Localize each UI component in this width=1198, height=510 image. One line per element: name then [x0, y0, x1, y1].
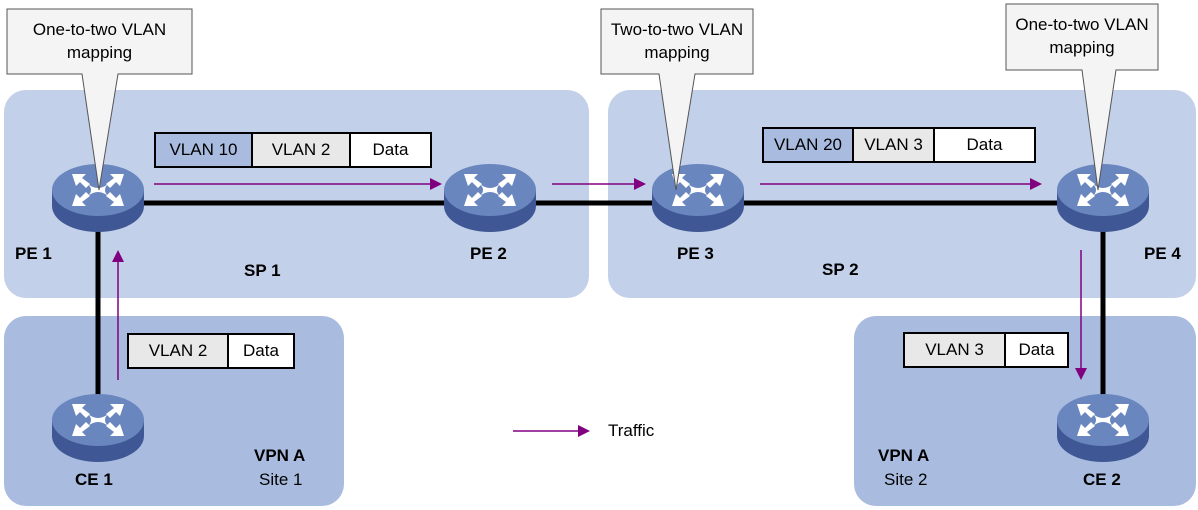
- links: [95, 200, 1106, 420]
- router-icon-pe2[interactable]: [444, 164, 536, 232]
- traffic-arrow-ce1-pe1: [112, 250, 124, 380]
- router-icon-ce2[interactable]: [1057, 394, 1149, 462]
- region-label-sp1: SP 1: [244, 261, 281, 280]
- callout-pe1-text: One-to-two VLAN mapping: [32, 20, 167, 62]
- data-payload: Data: [229, 335, 293, 367]
- data-payload: Data: [1006, 334, 1067, 366]
- device-label-pe2: PE 2: [470, 244, 507, 263]
- callout-pe4: [1005, 3, 1159, 191]
- callout-pe1: [6, 8, 193, 191]
- traffic-arrow-pe4-ce2: [1075, 250, 1087, 380]
- outer-vlan-tag: VLAN 20: [764, 129, 854, 161]
- callout-pe4-text: One-to-two VLAN mapping: [1015, 15, 1149, 57]
- frame-sp1: VLAN 10 VLAN 2 Data: [154, 132, 432, 168]
- region-label-site2-site: Site 2: [884, 470, 928, 489]
- device-label-pe4: PE 4: [1144, 244, 1181, 263]
- router-icon-pe3[interactable]: [652, 164, 744, 232]
- inner-vlan-tag: VLAN 2: [253, 134, 351, 166]
- frame-pe4-to-ce2: VLAN 3 Data: [903, 332, 1069, 368]
- data-payload: Data: [935, 129, 1034, 161]
- region-label-site1-vpn: VPN A: [254, 446, 306, 465]
- callout-pe3-text: Two-to-two VLAN mapping: [610, 20, 744, 62]
- device-label-ce1: CE 1: [75, 470, 113, 489]
- data-payload: Data: [351, 134, 430, 166]
- router-icon-ce1[interactable]: [52, 394, 144, 462]
- vlan-tag: VLAN 3: [905, 334, 1006, 366]
- legend-traffic-label: Traffic: [608, 421, 655, 440]
- region-label-site2-vpn: VPN A: [878, 446, 930, 465]
- traffic-arrow-pe2-pe3: [552, 178, 646, 190]
- frame-sp2: VLAN 20 VLAN 3 Data: [762, 127, 1036, 163]
- region-label-site1-site: Site 1: [259, 470, 303, 489]
- inner-vlan-tag: VLAN 3: [854, 129, 935, 161]
- legend-traffic-arrow-icon: [513, 425, 590, 437]
- traffic-arrow-pe3-pe4: [760, 178, 1042, 190]
- device-label-pe1: PE 1: [15, 244, 52, 263]
- region-label-sp2: SP 2: [822, 260, 859, 279]
- outer-vlan-tag: VLAN 10: [156, 134, 253, 166]
- router-icon-pe4[interactable]: [1057, 164, 1149, 232]
- callout-pe3: [600, 8, 754, 191]
- device-label-ce2: CE 2: [1083, 470, 1121, 489]
- device-label-pe3: PE 3: [677, 244, 714, 263]
- traffic-arrow-pe1-pe2: [154, 178, 442, 190]
- frame-ce1-to-pe1: VLAN 2 Data: [127, 333, 295, 369]
- vlan-tag: VLAN 2: [129, 335, 229, 367]
